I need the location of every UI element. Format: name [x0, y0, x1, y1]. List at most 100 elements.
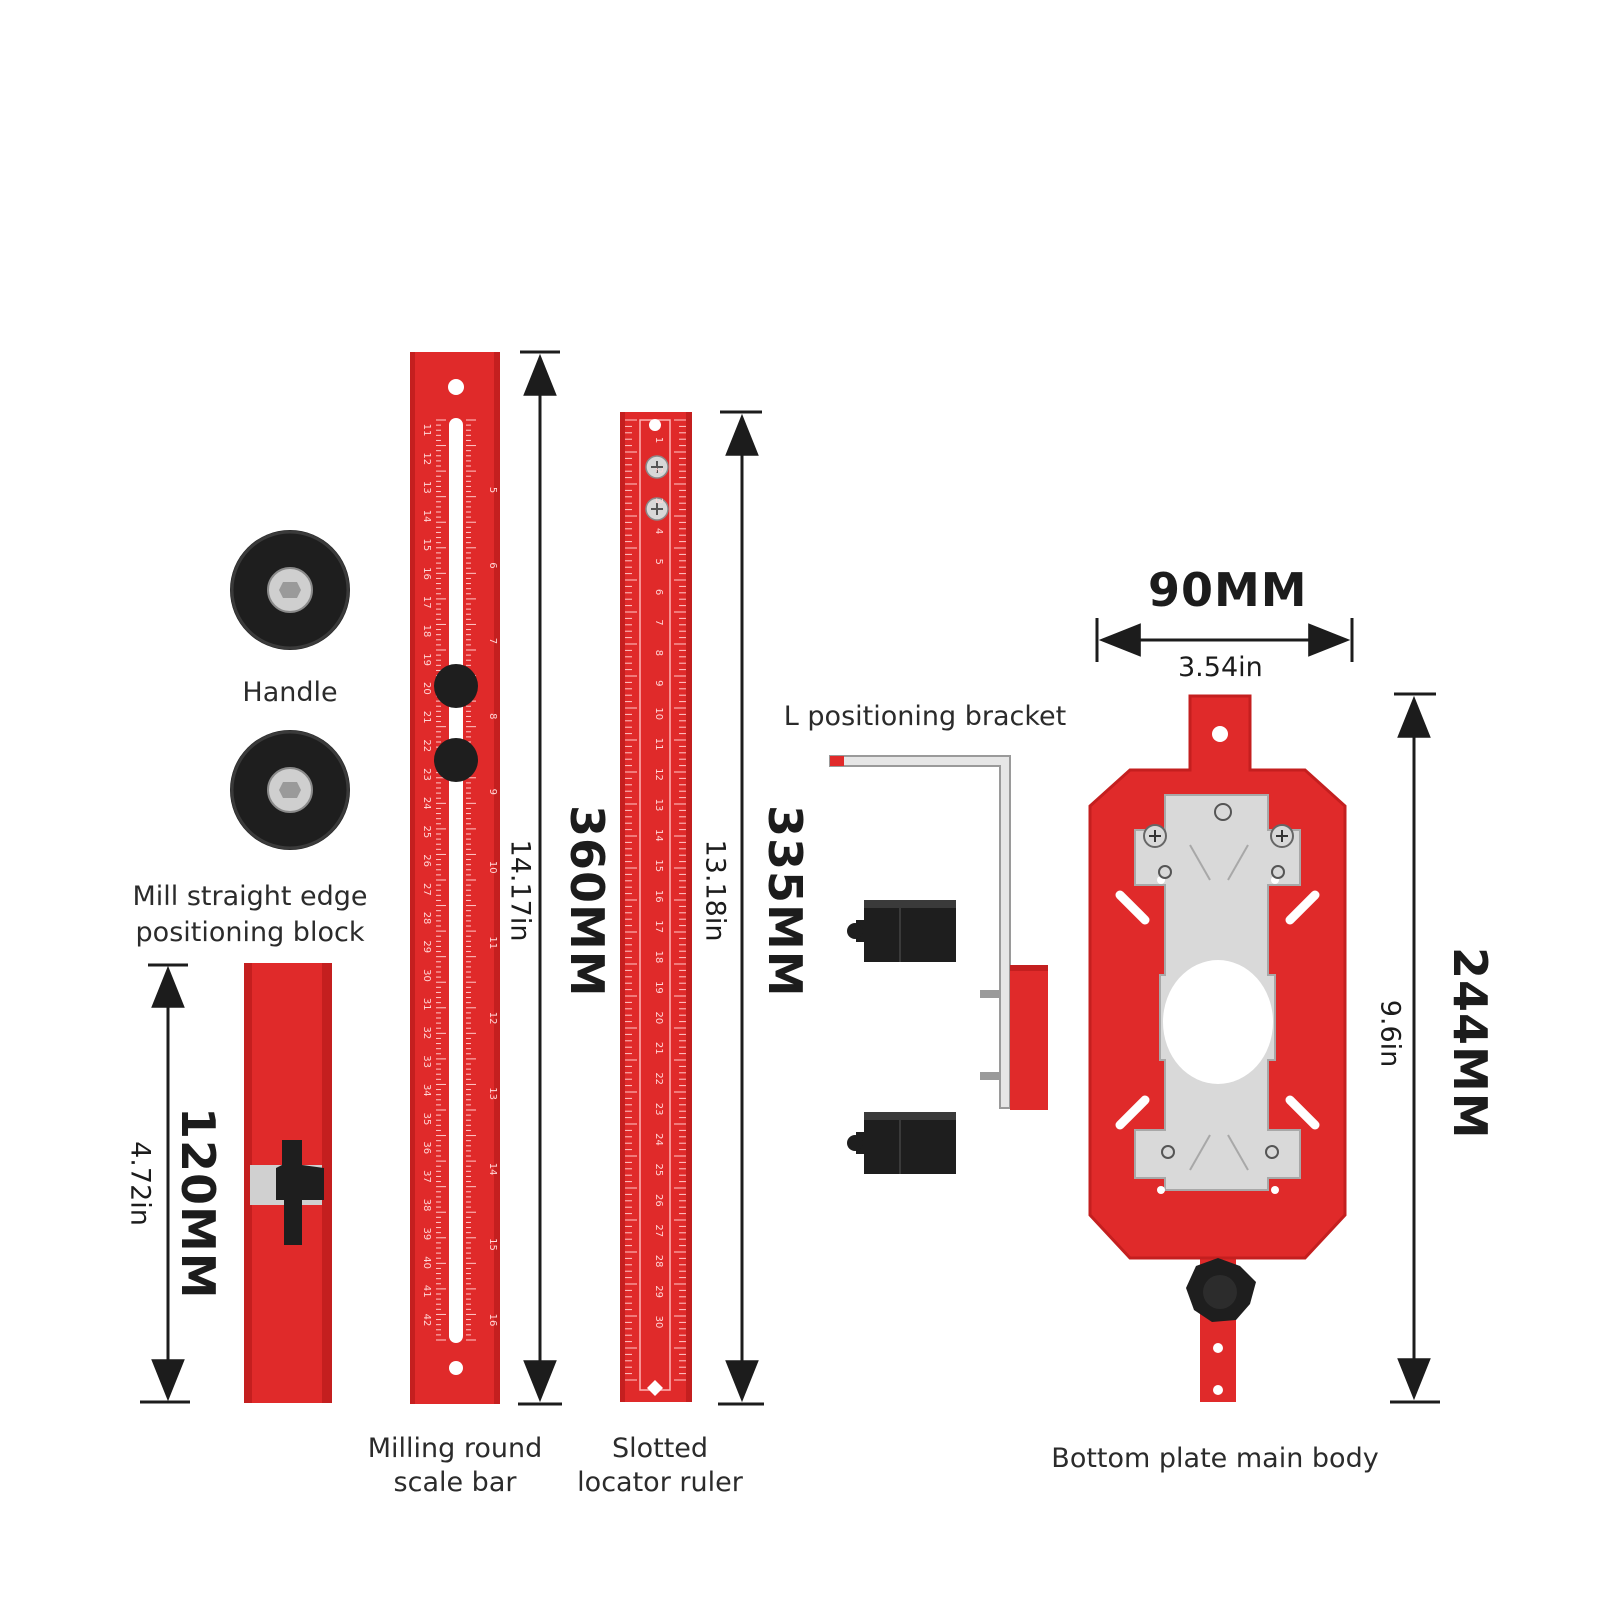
mill-positioning-block	[244, 963, 332, 1403]
scale-bar-inch-label: 15	[487, 1238, 498, 1251]
scale-bar-tick-label: 21	[421, 711, 432, 724]
scale-bar-tick-label: 15	[421, 538, 432, 551]
slotted-ruler-tick-label: 26	[653, 1194, 664, 1207]
slotted-ruler-tick-label: 1	[653, 437, 664, 443]
screw-icon	[645, 455, 669, 479]
mill-block-label-line1: Mill straight edge	[132, 881, 368, 912]
slotted-ruler-tick-label: 13	[653, 799, 664, 812]
bracket-clamp-bottom	[847, 1112, 956, 1174]
slotted-ruler-tick-label: 5	[653, 558, 664, 564]
scale-bar-tick-label: 35	[421, 1113, 432, 1126]
slotted-ruler-ticks: 1234567891011121314151617181920212223242…	[625, 419, 686, 1381]
knob-icon	[1186, 1258, 1256, 1322]
slotted-ruler-tick-label: 12	[653, 768, 664, 781]
l-positioning-bracket	[829, 755, 1048, 1110]
slotted-dimension-arrow	[718, 410, 764, 1406]
plate-width-in: 3.54in	[1178, 652, 1263, 683]
plate-height-mm: 244MM	[1443, 947, 1497, 1140]
scale-bar-inch-label: 6	[487, 562, 498, 568]
bracket-clamp-top	[847, 900, 956, 962]
slotted-ruler-tick-label: 17	[653, 920, 664, 933]
scale-bar-inch-label: 8	[487, 713, 498, 719]
scale-bar-tick-label: 34	[421, 1084, 432, 1097]
slotted-ruler-tick-label: 16	[653, 890, 664, 903]
bottom-plate-main-body	[1088, 694, 1347, 1402]
block-height-mm: 120MM	[171, 1107, 225, 1300]
slotted-ruler-tick-label: 19	[653, 981, 664, 994]
scale-bar-tick-label: 16	[421, 567, 432, 580]
slotted-ruler-tick-label: 9	[653, 680, 664, 686]
scale-bar-tick-label: 11	[421, 424, 432, 437]
scale-bar-tick-label: 41	[421, 1285, 432, 1298]
scale-bar-tick-label: 25	[421, 826, 432, 839]
scale-bar-tick-label: 36	[421, 1141, 432, 1154]
scale-bar-inch-label: 14	[487, 1163, 498, 1176]
scale-bar-tick-label: 29	[421, 940, 432, 953]
scale-bar-tick-label: 33	[421, 1055, 432, 1068]
slotted-ruler-tick-label: 20	[653, 1011, 664, 1024]
scale-bar-tick-label: 40	[421, 1256, 432, 1269]
slotted-ruler-label-line2: locator ruler	[577, 1467, 743, 1498]
bottom-plate-label: Bottom plate main body	[1051, 1443, 1379, 1474]
scale-bar-inch-label: 10	[487, 861, 498, 874]
scale-bar-label-line2: scale bar	[393, 1467, 517, 1498]
block-dimension-arrow	[140, 963, 190, 1404]
scale-bar-tick-label: 19	[421, 653, 432, 666]
scale-bar-tick-label: 12	[421, 452, 432, 465]
l-bracket-label: L positioning bracket	[783, 701, 1067, 732]
slotted-ruler-tick-label: 18	[653, 951, 664, 964]
slotted-length-mm: 335MM	[758, 805, 812, 998]
scale-bar-inch-label: 13	[487, 1087, 498, 1100]
scale-bar-tick-label: 30	[421, 969, 432, 982]
plate-height-in: 9.6in	[1374, 999, 1406, 1068]
scale-bar-inch-label: 16	[487, 1314, 498, 1327]
slotted-ruler-tick-label: 27	[653, 1224, 664, 1237]
slotted-ruler-tick-label: 29	[653, 1285, 664, 1298]
slotted-ruler-tick-label: 6	[653, 589, 664, 595]
mill-block-label-line2: positioning block	[135, 917, 365, 948]
milling-scale-bar: 1112131415161718192021222324252627282930…	[410, 352, 500, 1404]
scale-bar-length-mm: 360MM	[560, 805, 614, 998]
scale-bar-tick-label: 42	[421, 1314, 432, 1327]
scale-bar-inch-label: 9	[487, 789, 498, 795]
scale-bar-tick-label: 20	[421, 682, 432, 695]
screw-icon	[645, 497, 669, 521]
slotted-ruler-tick-label: 4	[653, 528, 664, 534]
slotted-ruler-tick-label: 14	[653, 829, 664, 842]
slotted-ruler-tick-label: 30	[653, 1316, 664, 1329]
plate-width-arrow	[1095, 618, 1354, 662]
scale-bar-tick-label: 14	[421, 510, 432, 523]
scale-bar-tick-label: 32	[421, 1027, 432, 1040]
plate-height-arrow	[1390, 692, 1440, 1404]
slotted-locator-ruler: 1234567891011121314151617181920212223242…	[620, 412, 692, 1402]
scale-bar-tick-label: 13	[421, 481, 432, 494]
slotted-ruler-tick-label: 8	[653, 650, 664, 656]
slotted-ruler-tick-label: 7	[653, 619, 664, 625]
slotted-ruler-label-line1: Slotted	[611, 1433, 709, 1464]
handle-label: Handle	[242, 677, 338, 708]
slotted-ruler-tick-label: 21	[653, 1042, 664, 1055]
scale-bar-tick-label: 28	[421, 912, 432, 925]
scale-bar-tick-label: 26	[421, 854, 432, 867]
handle-knob-bottom	[230, 730, 350, 850]
scale-bar-tick-label: 17	[421, 596, 432, 609]
slotted-ruler-tick-label: 25	[653, 1164, 664, 1177]
slotted-ruler-tick-label: 24	[653, 1133, 664, 1146]
slotted-ruler-tick-label: 23	[653, 1103, 664, 1116]
slotted-ruler-tick-label: 22	[653, 1072, 664, 1085]
slotted-ruler-tick-label: 2	[653, 467, 664, 473]
plate-width-mm: 90MM	[1148, 563, 1308, 617]
slotted-ruler-tick-label: 10	[653, 707, 664, 720]
scale-bar-tick-label: 23	[421, 768, 432, 781]
scale-bar-tick-label: 39	[421, 1228, 432, 1241]
scale-bar-tick-label: 24	[421, 797, 432, 810]
scale-bar-inch-label: 11	[487, 936, 498, 949]
scale-bar-tick-label: 22	[421, 739, 432, 752]
scale-bar-inch-label: 5	[487, 487, 498, 493]
slotted-length-in: 13.18in	[699, 839, 731, 942]
slotted-ruler-tick-label: 11	[653, 738, 664, 751]
scale-bar-tick-label: 37	[421, 1170, 432, 1183]
scale-bar-inch-label: 7	[487, 638, 498, 644]
slotted-ruler-tick-label: 28	[653, 1255, 664, 1268]
